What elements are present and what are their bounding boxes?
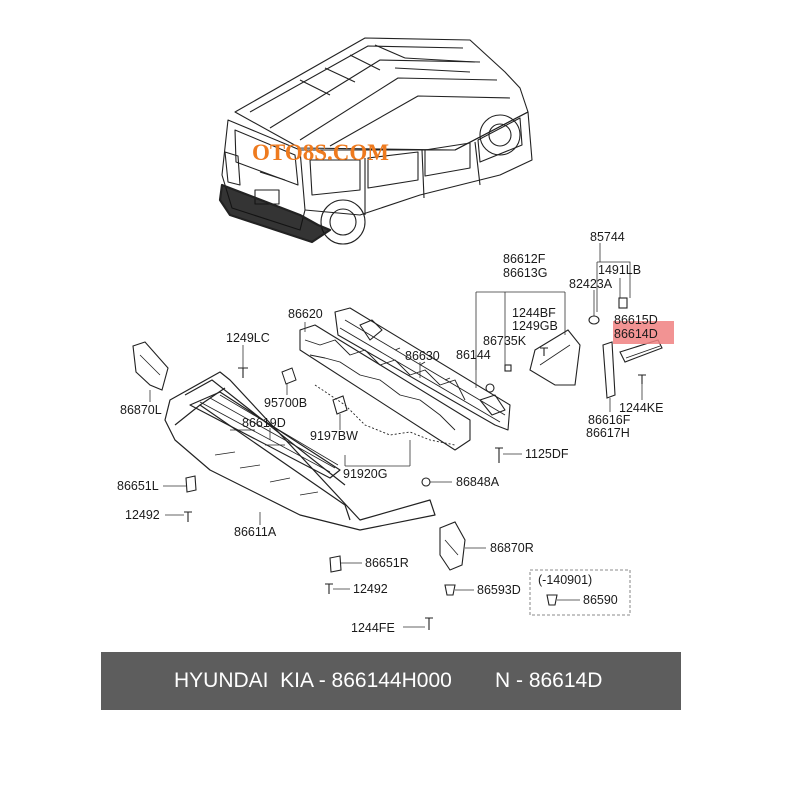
- energy-absorber-drawing: [299, 324, 471, 451]
- bumper-cover-drawing: [164, 371, 436, 531]
- label-86590: 86590: [583, 593, 618, 607]
- wiring-harness-drawing: [314, 384, 456, 446]
- fasteners: [184, 297, 646, 630]
- label-1125df: 1125DF: [525, 447, 569, 461]
- label-95700b: 95700B: [264, 396, 307, 410]
- footer-reference: N - 86614D: [495, 669, 603, 692]
- label-86144: 86144: [456, 348, 491, 362]
- mud-guard-right-drawing: [439, 521, 466, 571]
- label-1244ke: 1244KE: [619, 401, 663, 415]
- footer-part-number: HYUNDAI KIA - 866144H000: [174, 669, 452, 692]
- label-86614d: 86614D: [614, 327, 658, 341]
- label-86870l: 86870L: [120, 403, 162, 417]
- side-bracket-drawing: [529, 329, 581, 386]
- label-86630: 86630: [405, 349, 440, 363]
- label-1244bf: 1244BF: [512, 306, 556, 320]
- label-86651l: 86651L: [117, 479, 159, 493]
- label-86613g: 86613G: [503, 266, 547, 280]
- label-12492-right: 12492: [353, 582, 388, 596]
- sensor-95700b-drawing: [281, 367, 297, 385]
- leader-lines: [149, 243, 643, 628]
- label-86611a: 86611A: [234, 525, 277, 539]
- label-86593d: 86593D: [477, 583, 521, 597]
- sensor-9197bw-drawing: [332, 395, 348, 415]
- label-86620: 86620: [288, 307, 323, 321]
- label-86651r: 86651R: [365, 556, 409, 570]
- highlight-86614d: [613, 321, 674, 344]
- label-9197bw: 9197BW: [310, 429, 358, 443]
- label-1491lb: 1491LB: [598, 263, 641, 277]
- part-number-footer: HYUNDAI KIA - 866144H000 N - 86614D: [101, 652, 681, 710]
- date-range-box: [529, 569, 631, 616]
- label-12492-left: 12492: [125, 508, 160, 522]
- label-86870r: 86870R: [490, 541, 534, 555]
- part-labels: 85744 1491LB 82423A 86612F 86613G 86620 …: [117, 230, 663, 635]
- label-86735k: 86735K: [483, 334, 527, 348]
- label-85744: 85744: [590, 230, 625, 244]
- label-86617h: 86617H: [586, 426, 630, 440]
- label-86619d: 86619D: [242, 416, 286, 430]
- rear-beam-drawing: [334, 307, 511, 431]
- label-86848a: 86848A: [456, 475, 500, 489]
- watermark-text: OTO8S.COM: [252, 140, 389, 165]
- label-82423a: 82423A: [569, 277, 613, 291]
- mud-guard-left-drawing: [132, 341, 169, 391]
- label-86616f: 86616F: [588, 413, 631, 427]
- van-illustration: [218, 37, 533, 245]
- label-1244fe: 1244FE: [351, 621, 395, 635]
- label-1249gb: 1249GB: [512, 319, 558, 333]
- label-86615d: 86615D: [614, 313, 658, 327]
- label-1249lc: 1249LC: [226, 331, 270, 345]
- label-140901: (-140901): [538, 573, 592, 587]
- side-support-drawing: [602, 339, 663, 399]
- label-86612f: 86612F: [503, 252, 546, 266]
- label-91920g: 91920G: [343, 467, 387, 481]
